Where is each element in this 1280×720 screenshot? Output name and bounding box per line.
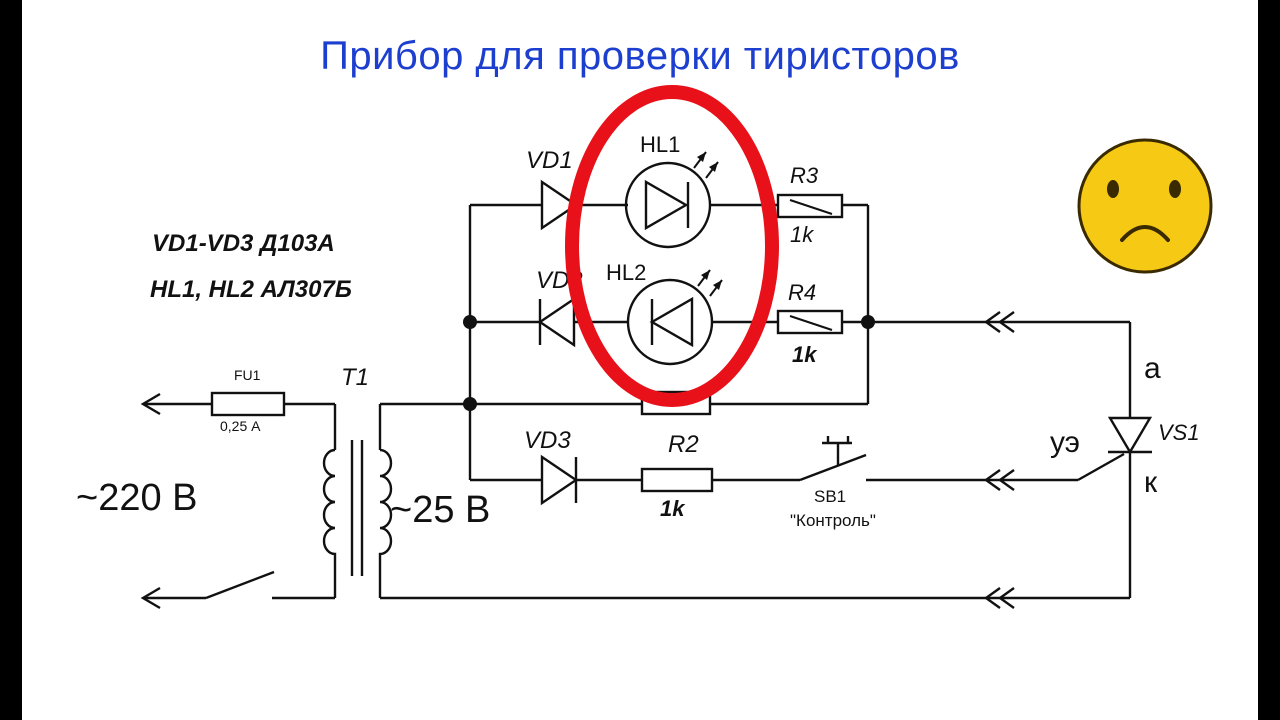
r3-label: R3 [790, 163, 819, 188]
anode-label: а [1144, 352, 1161, 385]
component-note-2: HL1, HL2 АЛ307Б [150, 276, 352, 303]
highlight-ellipse [565, 85, 779, 407]
t1-label: T1 [341, 364, 369, 391]
vs1-label: VS1 [1158, 420, 1200, 445]
branch-3 [470, 390, 868, 416]
branch-1: VD1 HL1 R3 1k [470, 132, 868, 249]
r4-label: R4 [788, 280, 816, 305]
r2-label: R2 [668, 431, 699, 458]
r2-value: 1k [660, 496, 686, 521]
gate-label: уэ [1050, 426, 1080, 459]
led-hl1 [624, 161, 712, 249]
fu1-label: FU1 [234, 367, 261, 383]
sb1-label: SB1 [814, 487, 846, 506]
resistor-r2 [640, 467, 714, 493]
button-sb1 [799, 453, 867, 482]
fuse-fu1: FU1 0,25 А [210, 367, 286, 434]
page-title: Прибор для проверки тиристоров [320, 34, 960, 78]
connector-cathode [983, 587, 1015, 609]
hl2-label: HL2 [606, 260, 646, 285]
fu1-rating: 0,25 А [220, 418, 261, 434]
connector-gate [983, 469, 1015, 491]
branch-2: VD2 HL2 R4 1k [470, 260, 868, 367]
voltage-25-label: ~25 В [390, 489, 490, 531]
sb1-caption: "Контроль" [790, 511, 876, 530]
power-switch [205, 570, 275, 600]
sad-face-icon [1077, 138, 1213, 274]
vd1-label: VD1 [526, 147, 573, 174]
branch-4: VD3 R2 1k SB1 "Контроль" [470, 427, 1078, 530]
vd3-label: VD3 [524, 427, 571, 454]
thyristor-vs1: а уэ к VS1 [868, 320, 1200, 598]
r4-value: 1k [792, 342, 818, 367]
led-hl2 [626, 278, 714, 366]
r3-value: 1k [790, 222, 814, 247]
slide-panel [22, 0, 1258, 720]
component-note-1: VD1-VD3 Д103А [152, 230, 335, 257]
hl1-label: HL1 [640, 132, 680, 157]
cathode-label: к [1144, 466, 1158, 499]
transformer-t1: T1 [322, 364, 393, 598]
voltage-220-label: ~220 В [76, 477, 198, 519]
mains-input [140, 392, 337, 610]
